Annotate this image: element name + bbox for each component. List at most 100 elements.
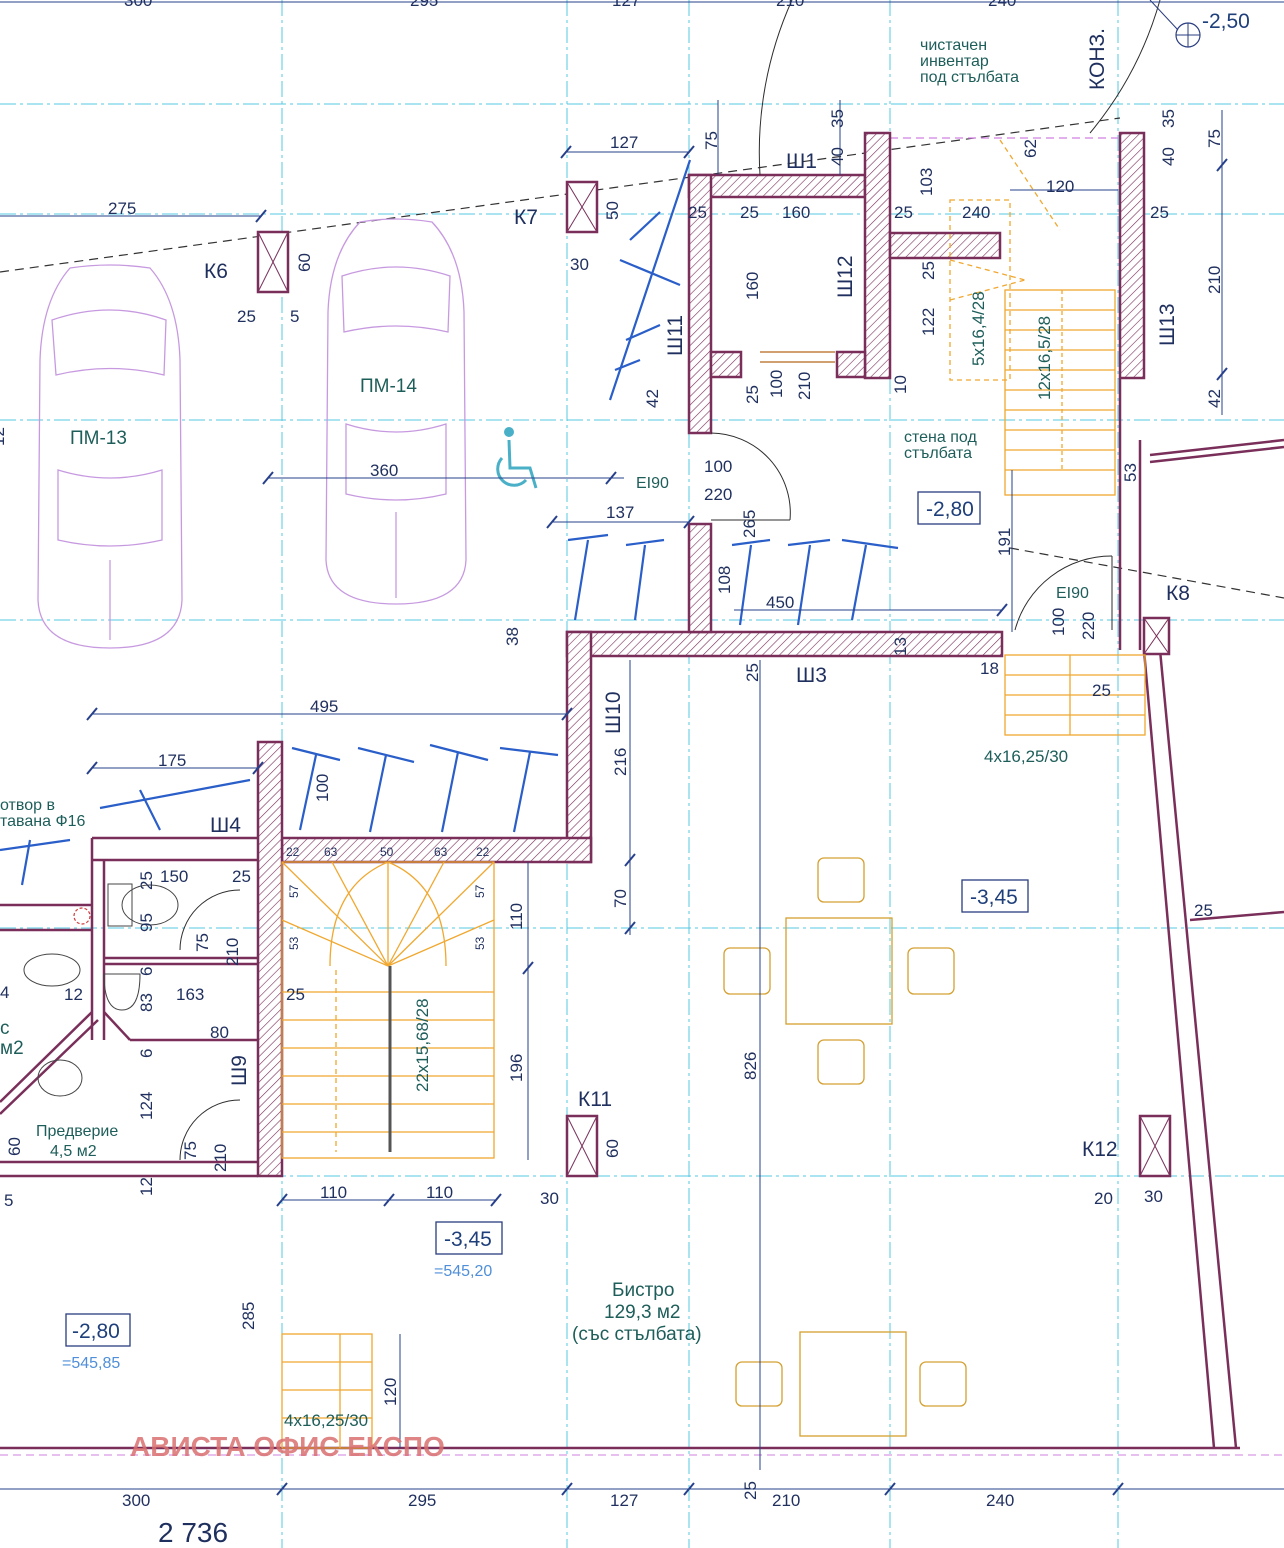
watermark: АВИСТА ОФИС ЕКСПО: [130, 1431, 445, 1462]
dim-191: 191: [995, 528, 1014, 556]
dim-60b: 60: [5, 1137, 24, 1156]
dim-57b: 57: [473, 884, 487, 898]
wall-sh4-label: Ш4: [210, 814, 241, 837]
dim-210d: 210: [211, 1144, 230, 1172]
dim-285: 285: [239, 1302, 258, 1330]
dim-53c: 53: [473, 936, 487, 950]
dim-450: 450: [766, 593, 794, 612]
dim-25g: 25: [743, 385, 762, 404]
cleaning-label-2: инвентар: [920, 53, 989, 70]
dimension-texts: 300 295 127 210 240 127 75 35 40 275 50 …: [0, 0, 1224, 1510]
dim-25b: 25: [688, 203, 707, 222]
dim-25l: 25: [286, 985, 305, 1004]
wall-sh12-label: Ш12: [834, 255, 857, 298]
total-dimension: 2 736: [158, 1517, 228, 1548]
dim-196: 196: [507, 1054, 526, 1082]
dim-110b: 110: [320, 1183, 347, 1202]
bistro-furniture: [723, 857, 967, 1437]
dim-22a: 22: [286, 845, 300, 859]
dim-12c: 12: [0, 427, 8, 446]
dimension-lines: [0, 1, 1284, 1496]
dim-bot-295: 295: [408, 1491, 436, 1510]
dim-210a: 210: [1205, 266, 1224, 294]
dim-124: 124: [137, 1092, 156, 1120]
dim-108: 108: [715, 566, 734, 594]
dim-4: 4: [0, 983, 9, 1002]
dim-42a: 42: [643, 389, 662, 408]
dim-63b: 63: [434, 845, 448, 859]
level-l345b: -3,45: [444, 1228, 492, 1251]
dim-25f: 25: [919, 261, 938, 280]
dim-60c: 60: [603, 1139, 622, 1158]
car-pm14: [325, 218, 467, 605]
stair-wall-label-2: стълбата: [904, 445, 972, 462]
dim-40a: 40: [828, 147, 847, 166]
door-ei90b: EI90: [1056, 585, 1089, 602]
bistro-note: (със стълбата): [572, 1324, 702, 1345]
dim-20: 20: [1094, 1189, 1113, 1208]
level-l280b-abs: =545,85: [62, 1355, 120, 1372]
dim-25m: 25: [1194, 901, 1213, 920]
space-labels: ПМ-13 ПМ-14 Бистро 129,3 м2 (със стълбат…: [0, 28, 1109, 1548]
dim-30c: 30: [1144, 1187, 1163, 1206]
dim-top-210: 210: [776, 0, 804, 10]
dim-127: 127: [610, 133, 638, 152]
dim-12b: 12: [137, 1177, 156, 1196]
dim-25c: 25: [740, 203, 759, 222]
dim-75d: 75: [181, 1141, 200, 1160]
stair-s3: 4x16,25/30: [984, 747, 1068, 766]
door-ei90a: EI90: [636, 475, 669, 492]
partial-room-label: с: [0, 1018, 10, 1039]
dim-35a: 35: [828, 109, 847, 128]
dim-210c: 210: [223, 938, 242, 966]
bistro-name: Бистро: [612, 1280, 674, 1301]
column-k12-label: К12: [1082, 1138, 1118, 1161]
dim-5b: 5: [4, 1191, 13, 1210]
dim-75a: 75: [702, 131, 721, 150]
dim-12a: 12: [64, 985, 83, 1004]
stair-wall-label-1: стена под: [904, 429, 977, 446]
columns: [256, 180, 1172, 1178]
wall-labels: Ш1 Ш3 Ш4 Ш9 Ш10 Ш11 Ш12 Ш13: [210, 150, 1179, 1086]
dim-18: 18: [980, 659, 999, 678]
dim-120b: 120: [381, 1378, 400, 1406]
level-l345b-abs: =545,20: [434, 1263, 492, 1280]
dim-25e: 25: [1150, 203, 1169, 222]
bistro-area: 129,3 м2: [604, 1302, 680, 1323]
column-k11: [565, 1114, 599, 1178]
dim-240: 240: [962, 203, 990, 222]
column-labels: К6 К7 К8 К11 К12: [204, 206, 1190, 1161]
dim-53b: 53: [287, 936, 301, 950]
dim-210b: 210: [795, 372, 814, 400]
column-k8-label: К8: [1166, 582, 1190, 605]
dim-103: 103: [917, 168, 936, 196]
dim-40b: 40: [1159, 147, 1178, 166]
dim-150: 150: [160, 867, 188, 886]
dim-13: 13: [891, 637, 910, 656]
column-k6: [256, 230, 290, 294]
dim-top-300: 300: [124, 0, 152, 10]
dim-top-240: 240: [988, 0, 1016, 10]
dim-25a: 25: [237, 307, 256, 326]
door-labels: EI90 EI90: [636, 475, 1089, 602]
column-k7-label: К7: [514, 206, 538, 229]
dim-bot-127: 127: [610, 1491, 638, 1510]
dim-35b: 35: [1159, 109, 1178, 128]
dim-120: 120: [1046, 177, 1074, 196]
dim-175: 175: [158, 751, 186, 770]
wall-sh1-label: Ш1: [786, 150, 817, 173]
dim-6b: 6: [137, 1049, 156, 1058]
dim-top-127: 127: [612, 0, 640, 10]
cleaning-label-1: чистачен: [920, 37, 987, 54]
dim-25d: 25: [894, 203, 913, 222]
dim-110c: 110: [426, 1183, 453, 1202]
dim-80: 80: [210, 1023, 229, 1042]
car-pm13: [37, 264, 183, 649]
dim-110a: 110: [507, 903, 526, 930]
dim-30b: 30: [540, 1189, 559, 1208]
wall-sh10-label: Ш10: [602, 691, 625, 734]
dim-100b: 100: [704, 457, 732, 476]
dim-122: 122: [919, 308, 938, 336]
dim-70: 70: [611, 889, 630, 908]
